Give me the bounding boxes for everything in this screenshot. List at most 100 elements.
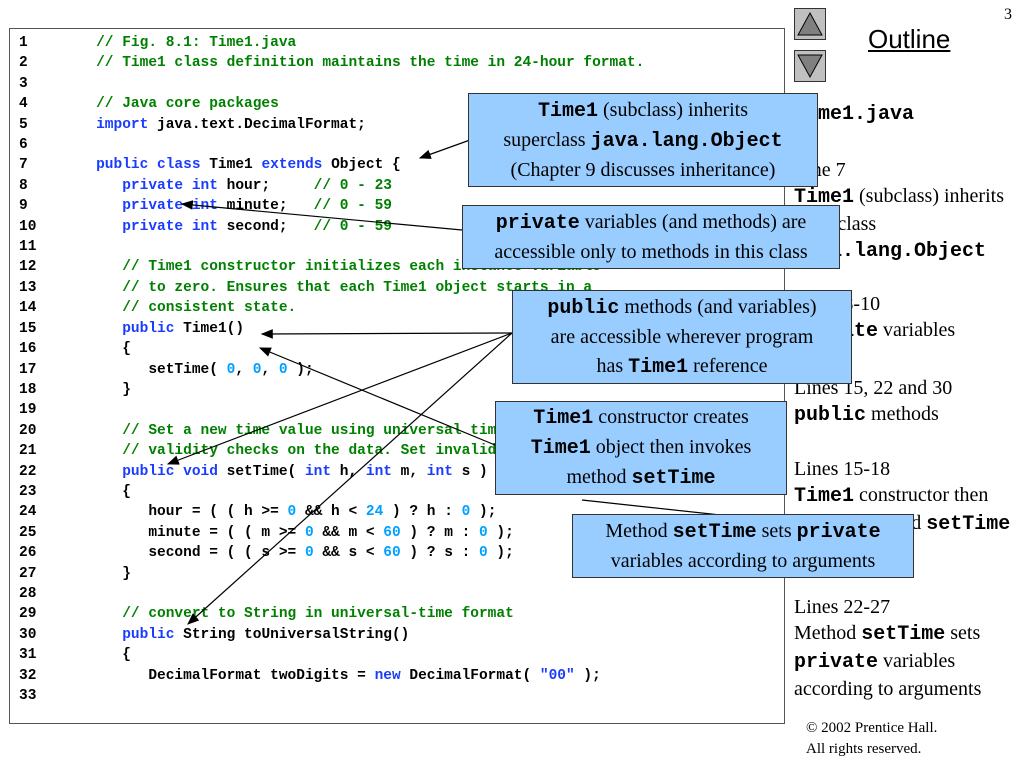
callout-text: Time1 — [530, 437, 591, 460]
line-number: 8 — [19, 177, 28, 194]
callout-line: Time1 object then invokes — [531, 433, 752, 463]
line-number: 28 — [19, 585, 37, 602]
outline-item-body: Method setTime sets private variables ac… — [794, 620, 1019, 702]
code-token: "00" — [539, 667, 575, 684]
code-line: 13 // to zero. Ensures that each Time1 o… — [10, 278, 644, 298]
next-slide-button[interactable] — [794, 50, 826, 82]
callout-line: (Chapter 9 discusses inheritance) — [503, 156, 782, 185]
callout-text: has — [596, 354, 629, 377]
code-line: 29 // convert to String in universal-tim… — [10, 604, 644, 624]
code-token: 0 — [479, 545, 488, 562]
callout-line: accessible only to methods in this class — [494, 238, 807, 267]
code-token: 0 — [479, 524, 488, 541]
outline-text: Lines 15-18 — [794, 458, 891, 480]
arrow-private — [180, 200, 463, 231]
code-token: setTime( — [70, 361, 227, 378]
line-number: 33 — [19, 688, 37, 704]
code-line: 11 — [10, 237, 644, 257]
code-token: Time1() — [174, 320, 245, 337]
outline-text: variables according to arguments — [794, 650, 982, 700]
code-token: && m < — [313, 524, 384, 541]
line-number: 7 — [19, 157, 28, 174]
code-token: int — [304, 463, 332, 480]
code-line: 5 import java.text.DecimalFormat; — [10, 115, 644, 135]
callout-line: Time1 constructor creates — [531, 403, 752, 433]
code-token: { — [70, 647, 131, 664]
callout-text: method — [566, 466, 632, 488]
line-number: 1 — [19, 35, 28, 51]
previous-slide-button[interactable] — [794, 8, 826, 40]
line-number: 10 — [19, 218, 37, 235]
callout-text: variables (and methods) are — [579, 210, 807, 233]
outline-text: Method — [794, 622, 862, 644]
copyright-line-1: © 2002 Prentice Hall. — [806, 720, 938, 736]
code-token: 0 — [278, 361, 288, 378]
callout-line: superclass java.lang.Object — [503, 126, 782, 156]
callout-line: method setTime — [531, 463, 752, 493]
code-token: import — [96, 116, 149, 133]
callout-text: Time1 — [537, 99, 598, 123]
code-line: 22 public void setTime( int h, int m, in… — [10, 462, 644, 482]
code-line: 10 private int second; // 0 - 59 — [10, 217, 644, 237]
code-token: ) ? h : — [383, 504, 462, 521]
callout-text: superclass — [503, 128, 591, 151]
line-number: 18 — [19, 381, 37, 398]
outline-text: methods — [866, 403, 939, 425]
code-token: hour = ( ( h >= — [70, 504, 288, 521]
code-token: } — [70, 565, 131, 582]
code-token: 24 — [365, 504, 384, 521]
code-line: 32 DecimalFormat twoDigits = new Decimal… — [10, 666, 644, 686]
outline-text: sets — [945, 622, 981, 644]
outline-text: Time1 — [794, 186, 855, 209]
callout-text: constructor creates — [593, 406, 749, 428]
code-token: ); — [574, 667, 601, 684]
line-number: 13 — [19, 279, 37, 296]
line-number: 26 — [19, 545, 37, 562]
outline-link[interactable]: Outline — [868, 24, 951, 54]
line-number: 29 — [19, 606, 37, 623]
code-line: 3 — [10, 74, 644, 94]
code-token: DecimalFormat( — [400, 667, 540, 684]
arrow-public-30 — [187, 332, 513, 625]
code-line: 6 — [10, 135, 644, 155]
code-token: 0 — [226, 361, 236, 378]
code-token: && h < — [296, 504, 366, 521]
code-line: 19 — [10, 400, 644, 420]
code-token: hour; — [217, 177, 314, 194]
line-number: 22 — [19, 463, 37, 480]
outline-text: public — [794, 404, 867, 427]
code-line: 33 — [10, 686, 644, 706]
code-token: public — [122, 626, 175, 643]
code-line: 15 public Time1() — [10, 319, 644, 339]
callout-line: has Time1 reference — [547, 352, 816, 382]
code-line: 24 hour = ( ( h >= 0 && h < 24 ) ? h : 0… — [10, 502, 644, 522]
outline-item-heading: Lines 15-18 — [794, 456, 1019, 482]
callout-text: setTime — [672, 520, 757, 544]
outline-text: java.lang.Object — [794, 240, 987, 263]
code-token: public class — [96, 157, 201, 174]
code-token: s ) — [452, 463, 488, 480]
code-token: Time1 — [200, 157, 262, 174]
code-token: private int — [122, 177, 218, 194]
callout-text: object then invokes — [590, 436, 752, 458]
code-line: 7 public class Time1 extends Object { — [10, 155, 644, 175]
code-token: String toUniversalString() — [174, 626, 410, 643]
outline-item-body: public methods — [794, 401, 1019, 429]
code-token: // convert to String in universal-time f… — [70, 606, 514, 623]
code-line: 27 } — [10, 564, 644, 584]
code-token: Object { — [322, 157, 401, 174]
line-number: 16 — [19, 341, 37, 358]
callout-text: private — [495, 211, 580, 235]
code-token: // Java core packages — [70, 96, 279, 113]
callout-line: Method setTime sets private — [605, 517, 880, 547]
callout-private: private variables (and methods) are acces… — [462, 205, 840, 269]
code-token: 60 — [383, 524, 401, 541]
code-line: 8 private int hour; // 0 - 23 — [10, 176, 644, 196]
line-number: 31 — [19, 647, 37, 664]
line-number: 17 — [19, 361, 37, 378]
line-number: 20 — [19, 422, 37, 439]
line-number: 6 — [19, 137, 28, 154]
code-line: 25 minute = ( ( m >= 0 && m < 60 ) ? m :… — [10, 523, 644, 543]
